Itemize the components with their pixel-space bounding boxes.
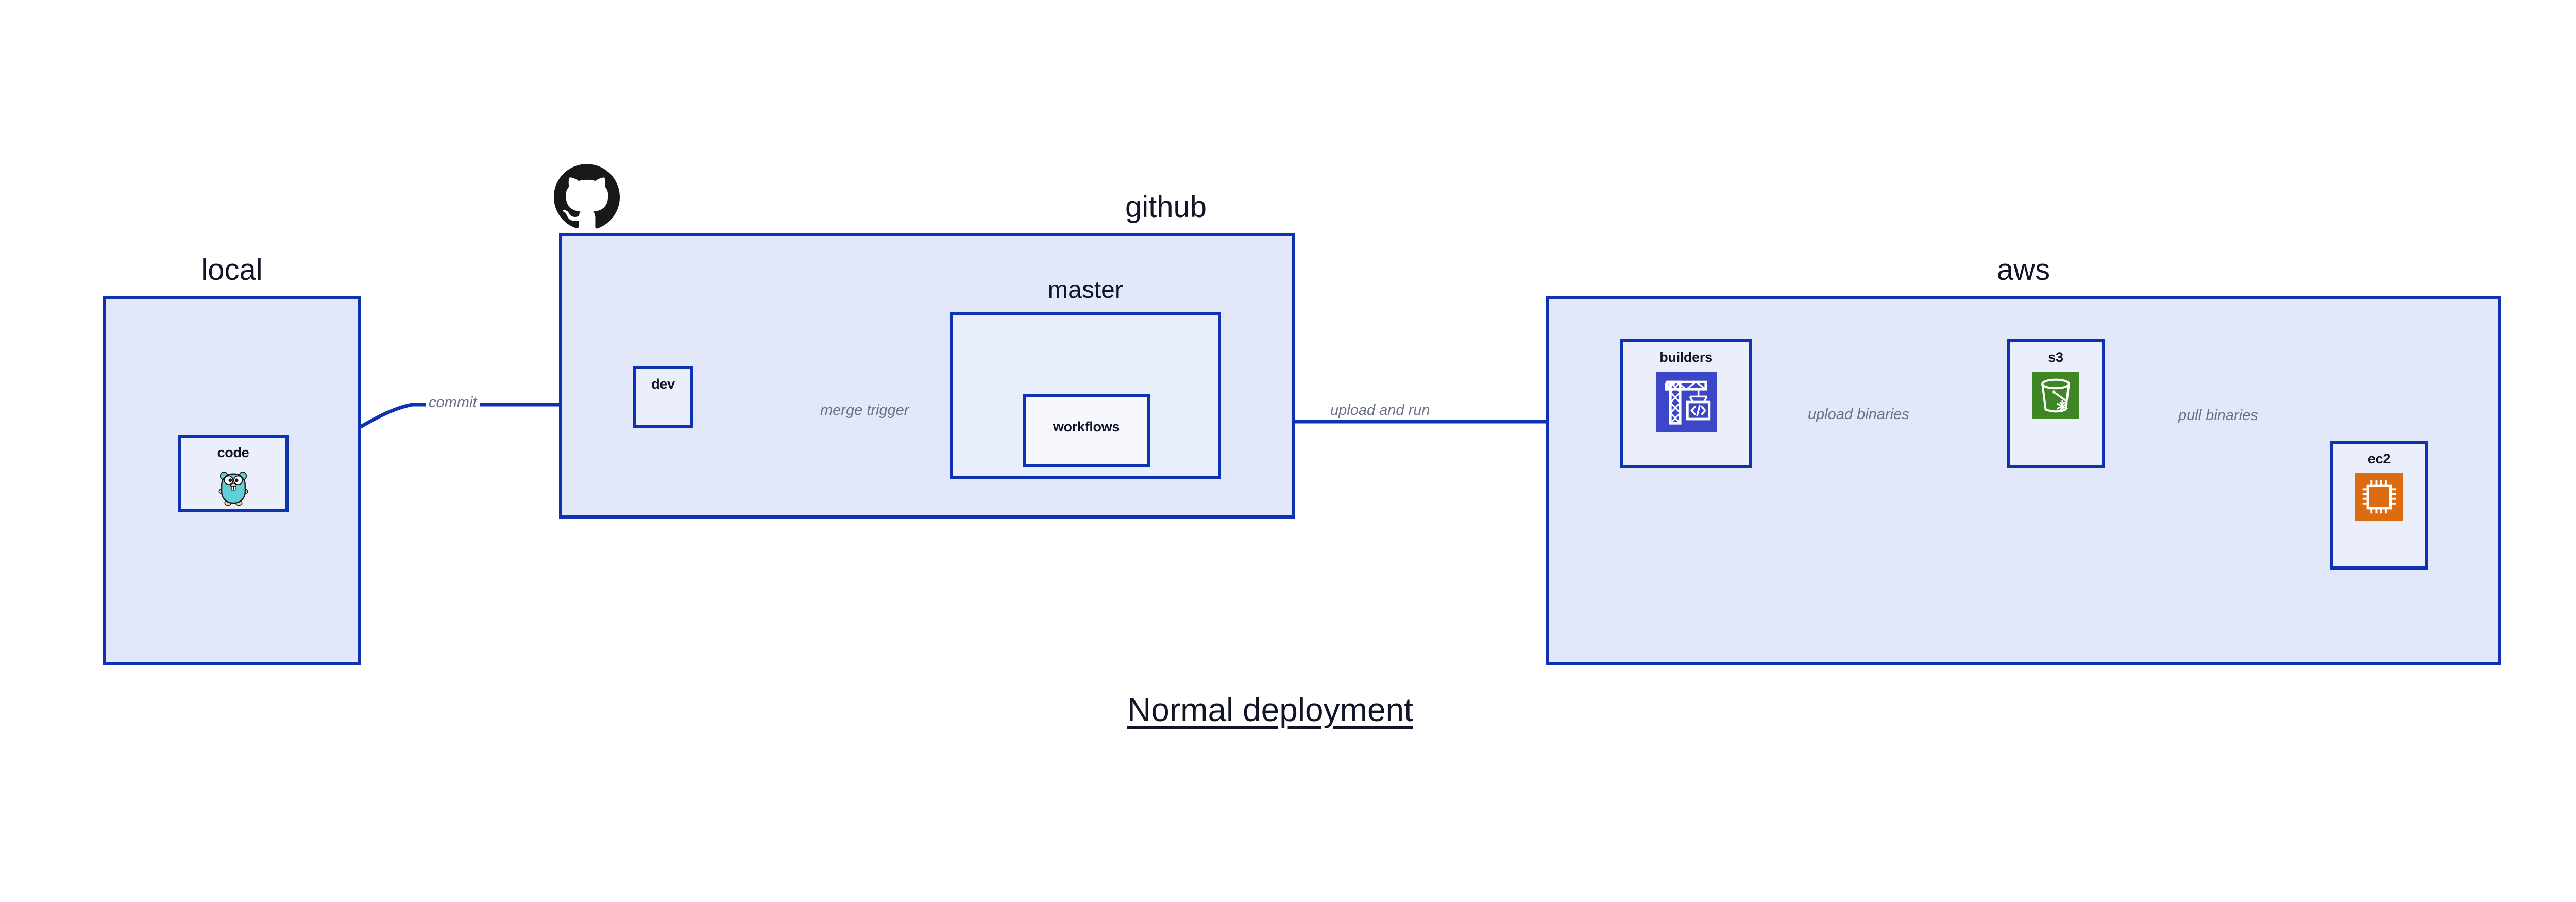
node-builders[interactable]: builders xyxy=(1620,339,1752,468)
aws-ec2-chip-icon xyxy=(2355,473,2403,523)
group-label-aws: aws xyxy=(1996,253,2050,287)
group-label-master: master xyxy=(1047,276,1123,304)
edge-label-commit: commit xyxy=(426,394,480,411)
edge-label-upload-and-run: upload and run xyxy=(1327,402,1433,419)
edge-label-pull-binaries: pull binaries xyxy=(2175,407,2261,424)
node-dev[interactable]: dev xyxy=(633,366,693,428)
node-s3[interactable]: s3 xyxy=(2007,339,2105,468)
node-workflows[interactable]: workflows xyxy=(1023,394,1150,467)
node-dev-label: dev xyxy=(651,376,675,392)
node-workflows-label: workflows xyxy=(1053,419,1120,435)
edge-label-upload-binaries: upload binaries xyxy=(1805,406,1912,423)
node-ec2[interactable]: ec2 xyxy=(2330,441,2428,570)
group-label-github: github xyxy=(1125,190,1207,224)
node-ec2-label: ec2 xyxy=(2367,451,2391,466)
node-builders-label: builders xyxy=(1659,349,1713,365)
aws-codebuild-icon xyxy=(1655,372,1717,435)
group-label-local: local xyxy=(201,253,263,287)
node-code-label: code xyxy=(217,445,249,460)
node-code[interactable]: code xyxy=(178,435,289,512)
edge-label-merge-trigger: merge trigger xyxy=(817,402,912,419)
diagram-title: Normal deployment xyxy=(1127,691,1413,728)
go-gopher-icon xyxy=(214,467,253,509)
github-octocat-logo xyxy=(554,164,620,231)
aws-s3-bucket-icon xyxy=(2032,372,2079,422)
node-s3-label: s3 xyxy=(2048,349,2063,365)
